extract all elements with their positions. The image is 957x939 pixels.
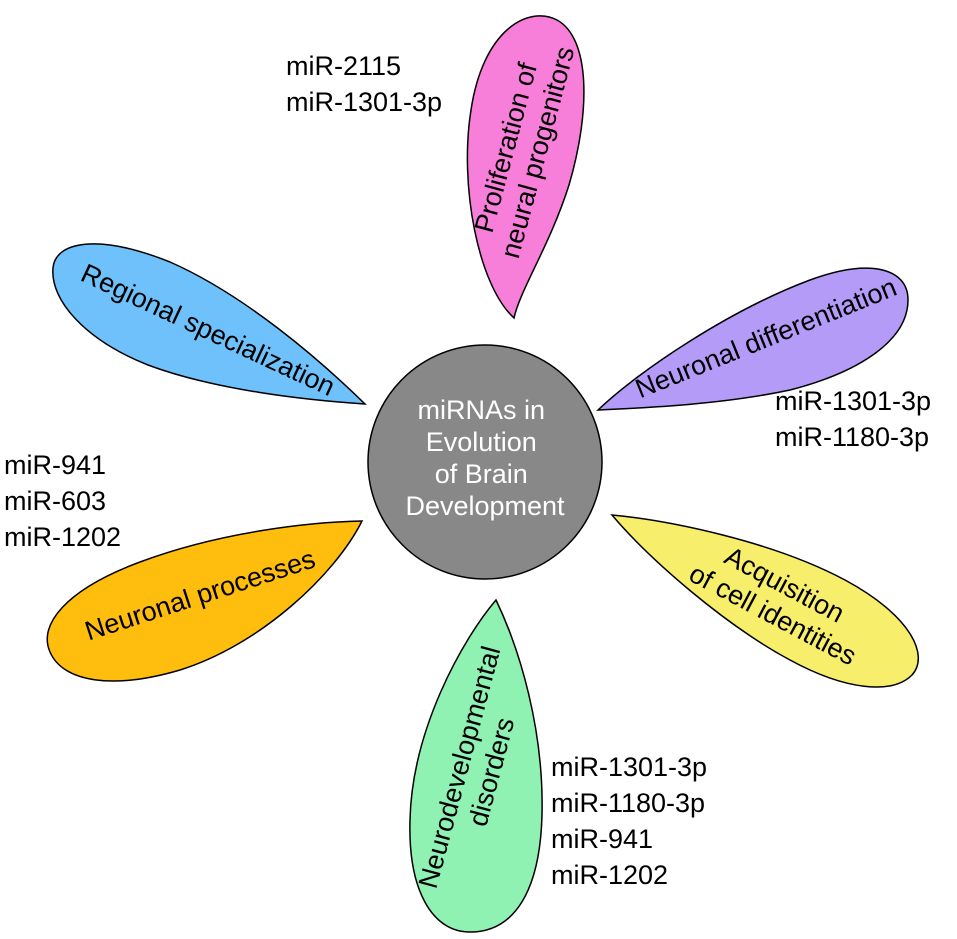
mirna-processes-1: miR-941 (4, 450, 106, 480)
mirna-proliferation-1: miR-2115 (286, 51, 401, 81)
mirna-neurodevelopmental-4: miR-1202 (551, 860, 668, 890)
petal-regional: Regional specialization (52, 243, 367, 405)
mirna-differentiation-2: miR-1180-3p (775, 422, 929, 452)
mirna-list-proliferation: miR-2115 miR-1301-3p (286, 51, 442, 117)
center-label: miRNAs in Evolution of Brain Development (405, 395, 565, 521)
mirna-list-differentiation: miR-1301-3p miR-1180-3p (775, 386, 939, 452)
center-line-1: miRNAs in (417, 395, 545, 425)
petal-neurodevelopmental-shape (409, 598, 543, 933)
petal-acquisition: Acquisition of cell identities (610, 514, 920, 688)
mirna-neurodevelopmental-1: miR-1301-3p (551, 752, 707, 782)
petal-differentiation-shape (596, 267, 909, 411)
mirna-neurodevelopmental-2: miR-1180-3p (551, 788, 705, 818)
center-line-4: Development (405, 491, 565, 521)
mirna-list-processes: miR-941 miR-603 miR-1202 (4, 450, 121, 552)
center-line-3: of Brain (435, 459, 528, 489)
center-line-2: Evolution (426, 427, 537, 457)
petal-neurodevelopmental: Neurodevelopmental disorders (409, 598, 543, 933)
mirna-processes-2: miR-603 (4, 486, 106, 516)
center-circle (367, 344, 603, 580)
mirna-proliferation-2: miR-1301-3p (286, 87, 442, 117)
petal-proliferation-shape (466, 15, 585, 320)
petal-acquisition-shape (610, 514, 920, 688)
mirna-differentiation-1: miR-1301-3p (775, 386, 931, 416)
mirna-processes-3: miR-1202 (4, 522, 121, 552)
center-node: miRNAs in Evolution of Brain Development (367, 344, 603, 580)
petal-regional-shape (52, 243, 367, 405)
mirna-list-neurodevelopmental: miR-1301-3p miR-1180-3p miR-941 miR-1202 (551, 752, 715, 890)
petal-processes-shape (46, 520, 364, 682)
mirna-neurodevelopmental-3: miR-941 (551, 824, 653, 854)
petal-proliferation: Proliferation of neural progenitors (466, 15, 585, 320)
